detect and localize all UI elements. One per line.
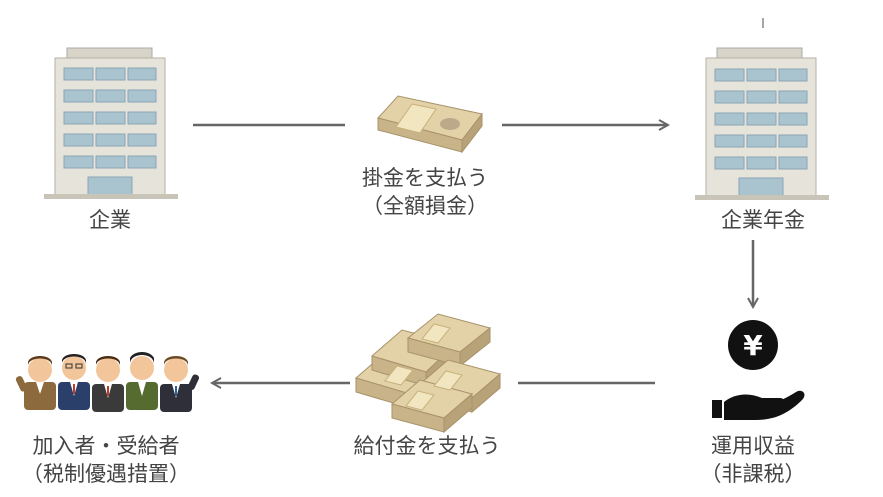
contribution-label-line2: （全額損金）: [362, 194, 488, 218]
contribution-label-line1: 掛金を支払う: [362, 166, 488, 190]
members-label-line2: （税制優遇措置）: [22, 462, 190, 486]
banknote-bundle-icon: [377, 95, 483, 154]
investment-returns-label-line2: （非課税）: [700, 462, 806, 486]
office-building-icon: [44, 47, 178, 199]
svg-text:¥: ¥: [743, 329, 763, 362]
business-people-icon: [15, 352, 200, 412]
investment-returns-label-line1: 運用収益: [711, 434, 795, 458]
investment-returns-label: 運用収益 （非課税）: [683, 432, 823, 488]
benefit-payment-label: 給付金を支払う: [353, 434, 501, 458]
banknote-stacks-icon: [354, 313, 502, 434]
yen-hand-icon: ¥: [712, 320, 805, 420]
members-label: 加入者・受給者 （税制優遇措置）: [6, 432, 206, 488]
pension-fund-label: 企業年金: [721, 208, 805, 232]
office-building-icon: [695, 18, 829, 200]
members-label-line1: 加入者・受給者: [32, 434, 180, 458]
company-label: 企業: [89, 208, 131, 232]
contribution-label: 掛金を支払う （全額損金）: [330, 164, 520, 220]
